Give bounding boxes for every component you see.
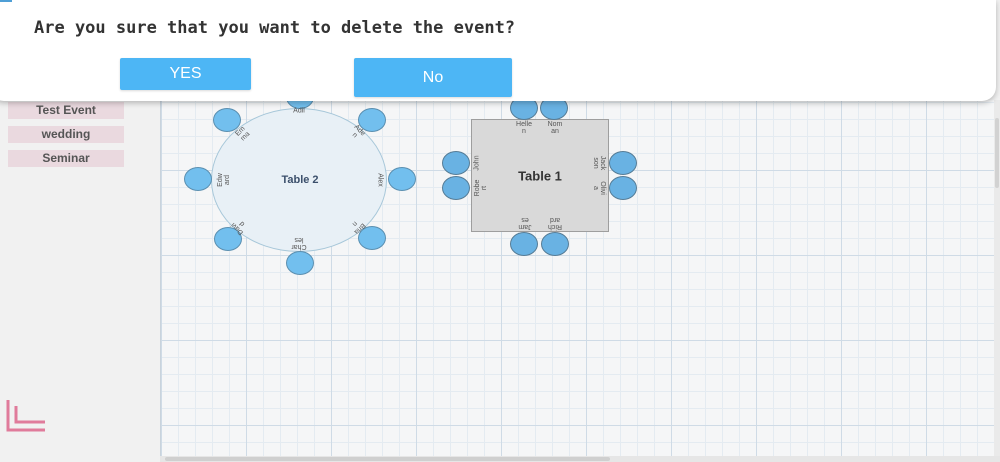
seat[interactable] (609, 176, 637, 200)
seat[interactable] (609, 151, 637, 175)
seat[interactable] (184, 167, 212, 191)
guest-name: Adil (293, 107, 305, 115)
guest-name: John (473, 155, 481, 171)
seat[interactable] (358, 108, 386, 132)
seat[interactable] (541, 232, 569, 256)
event-item-test-event[interactable]: Test Event (8, 102, 124, 119)
guest-name: Edw ard (217, 173, 231, 187)
seat[interactable] (286, 251, 314, 275)
guest-name: Alex (376, 173, 384, 187)
seat[interactable] (358, 226, 386, 250)
yes-button[interactable]: YES (120, 58, 251, 90)
guest-name: Jam es (518, 216, 532, 230)
seat[interactable] (442, 176, 470, 200)
app-logo-icon (6, 400, 45, 432)
guest-name: Rich ard (547, 216, 563, 230)
table-2-label: Table 2 (281, 174, 319, 186)
guest-name: Jack son (592, 155, 606, 171)
guest-name: Helle n (516, 121, 532, 135)
rect-table-1[interactable] (471, 119, 609, 232)
guest-name: Olivi a (592, 181, 606, 195)
dialog-accent (0, 0, 12, 8)
event-item-wedding[interactable]: wedding (8, 126, 124, 143)
horizontal-scrollbar-thumb[interactable] (165, 457, 610, 461)
vertical-scrollbar-thumb[interactable] (995, 118, 999, 188)
guest-name: Robe rt (474, 179, 488, 197)
table-1-label: Table 1 (518, 168, 562, 184)
seat[interactable] (213, 108, 241, 132)
guest-name: Nom an (547, 121, 563, 135)
seat[interactable] (510, 232, 538, 256)
vertical-scrollbar[interactable] (994, 100, 1000, 457)
no-button[interactable]: No (354, 58, 512, 97)
event-item-seminar[interactable]: Seminar (8, 150, 124, 167)
seat[interactable] (442, 151, 470, 175)
seat[interactable] (214, 227, 242, 251)
seat[interactable] (388, 167, 416, 191)
guest-name: Char les (291, 236, 307, 250)
dialog-question: Are you sure that you want to delete the… (34, 18, 516, 38)
